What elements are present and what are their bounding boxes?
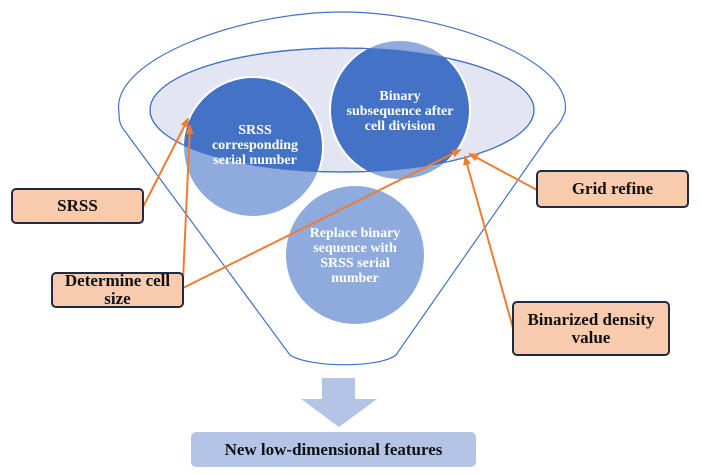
arrow-grid-refine xyxy=(468,153,538,191)
arrow-srss xyxy=(142,117,189,208)
grid-refine-label: Grid refine xyxy=(536,170,689,208)
arrow-determine-to-srss xyxy=(182,124,194,281)
binary-circle-text: Binary subsequence after cell division xyxy=(346,88,454,134)
srss-circle-text: SRSS corresponding serial number xyxy=(211,122,299,168)
binarized-density-value-label: Binarized density value xyxy=(512,301,670,356)
output-features-box: New low-dimensional features xyxy=(191,432,476,467)
arrow-determine-to-binary xyxy=(182,149,462,289)
srss-label: SRSS xyxy=(11,188,144,224)
replace-circle-text: Replace binary sequence with SRSS serial… xyxy=(309,226,401,286)
binary-circle-upper xyxy=(329,48,471,172)
determine-cell-size-label: Determine cell size xyxy=(51,272,184,308)
arrow-binarized xyxy=(463,155,514,329)
funnel-outline xyxy=(118,11,566,366)
down-arrow-icon xyxy=(301,378,377,427)
